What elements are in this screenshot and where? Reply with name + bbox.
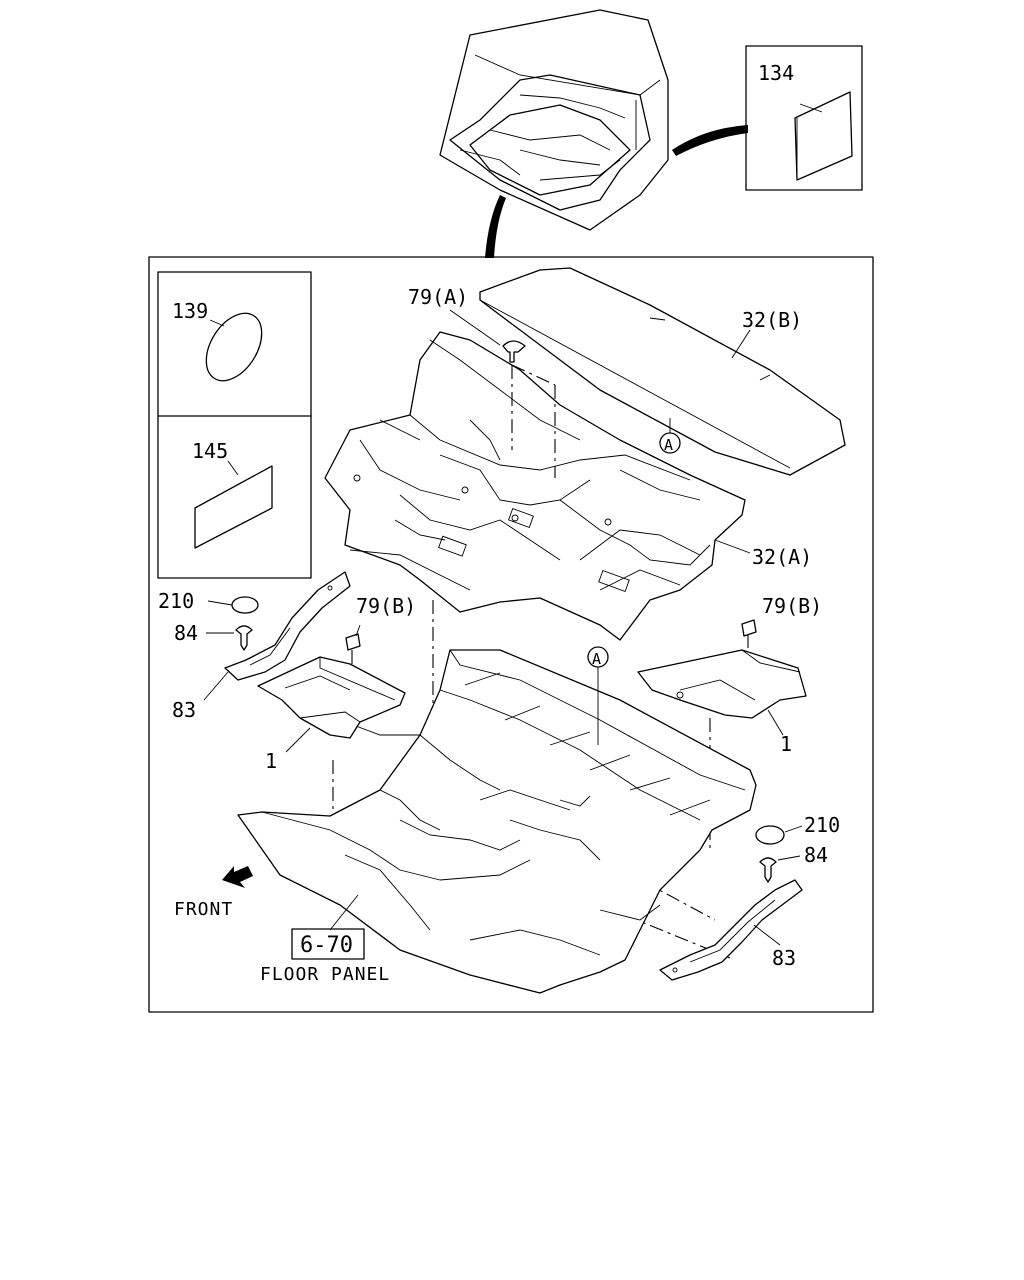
leader-32a <box>714 539 751 554</box>
leader-210-left <box>207 600 233 606</box>
cab-overview <box>439 9 669 231</box>
callout-83-right: 83 <box>772 946 796 970</box>
part-134-inset <box>745 45 863 191</box>
front-arrow-icon <box>222 866 253 888</box>
callout-134: 134 <box>758 61 794 85</box>
part-32b-rear-panel <box>479 267 846 476</box>
part-83-right-bracket <box>659 879 803 981</box>
reference-name: FLOOR PANEL <box>260 964 390 985</box>
cab-to-floor-arrow <box>485 195 506 258</box>
callout-32a: 32(A) <box>752 545 812 569</box>
callout-210-right: 210 <box>804 813 840 837</box>
ref-a-upper: A <box>664 436 673 454</box>
part-1-right-cover <box>637 649 807 719</box>
floor-panel <box>237 649 757 994</box>
ref-a-lower-marker <box>587 646 609 745</box>
callout-79a: 79(A) <box>408 285 468 309</box>
part-210-right-cap <box>755 825 785 845</box>
part-32a-carpet <box>324 331 746 641</box>
callout-84-left: 84 <box>174 621 198 645</box>
callout-139: 139 <box>172 299 208 323</box>
callout-32b: 32(B) <box>742 308 802 332</box>
part-84-left-screw <box>235 625 253 651</box>
ref-a-lower: A <box>592 650 601 668</box>
leader-1-right <box>767 709 784 736</box>
callout-84-right: 84 <box>804 843 828 867</box>
callout-210-left: 210 <box>158 589 194 613</box>
part-210-left-cap <box>231 596 259 614</box>
leader-79a <box>449 309 501 346</box>
main-diagram-frame <box>148 256 874 1013</box>
callout-79b-left: 79(B) <box>356 594 416 618</box>
leader-32b <box>731 329 751 359</box>
reference-box <box>291 928 365 960</box>
leader-83-right <box>753 924 781 946</box>
leader-1-left <box>285 727 311 753</box>
callout-145: 145 <box>192 439 228 463</box>
leader-79b-left <box>355 624 361 637</box>
callout-1-right: 1 <box>780 732 792 756</box>
part-79b-right-clip <box>741 619 757 637</box>
cab-to-134-arrow <box>672 125 748 156</box>
part-83-left-bracket <box>224 571 351 681</box>
leader-83-left <box>203 671 229 701</box>
part-84-right-screw <box>759 857 777 883</box>
reference-code: 6-70 <box>300 933 353 958</box>
leader-floor-panel <box>329 894 359 931</box>
part-79a-clip <box>502 340 556 478</box>
part-79b-left-clip <box>345 633 361 658</box>
ref-a-upper-marker <box>659 418 681 454</box>
callout-79b-right: 79(B) <box>762 594 822 618</box>
part-1-left-cover <box>257 656 406 739</box>
front-label: FRONT <box>174 899 233 920</box>
part-139-145-insets <box>157 271 312 579</box>
leader-210-right <box>784 825 803 833</box>
callout-83-left: 83 <box>172 698 196 722</box>
leader-84-right <box>777 855 801 861</box>
callout-1-left: 1 <box>265 749 277 773</box>
